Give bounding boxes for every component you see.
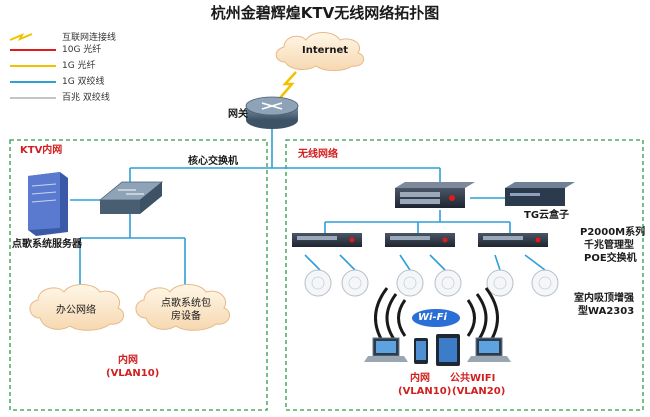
tablet-icon [436, 334, 460, 366]
ceiling-ap-2-icon [341, 269, 369, 297]
inner-vlan-label-line2: (VLAN10) [398, 386, 452, 397]
tg-cloud-box-label: TG云盒子 [524, 210, 570, 221]
song-room-label-line2: 房设备 [171, 311, 201, 322]
wireless-zone-border [285, 139, 644, 411]
ap-label-line2: 型WA2303 [578, 306, 635, 317]
office-network-label: 办公网络 [56, 305, 96, 316]
song-room-label-line1: 点歌系统包 [161, 298, 211, 309]
office-network-cloud [29, 284, 125, 331]
ceiling-ap-5-icon [486, 269, 514, 297]
poe-label-line2: 千兆管理型 [584, 240, 634, 251]
ceiling-ap-3-icon [396, 269, 424, 297]
internet-label: Internet [302, 45, 349, 56]
gateway-router-icon [245, 96, 299, 129]
poe-label-line1: P2000M系列 [580, 227, 646, 238]
inner-vlan-label-line1: 内网 [410, 373, 430, 384]
core-switch-label: 核心交换机 [188, 156, 238, 167]
song-room-cloud [135, 284, 231, 331]
legend [9, 33, 56, 99]
ktv-vlan-label-line2: (VLAN10) [106, 368, 160, 379]
poe-label-line3: POE交换机 [584, 253, 637, 264]
poe-switch-2-icon [385, 233, 455, 247]
legend-lightning-icon [9, 33, 33, 41]
ceiling-ap-6-icon [531, 269, 559, 297]
song-server-label: 点歌系统服务器 [12, 239, 82, 250]
ktv-vlan-label-line1: 内网 [118, 355, 138, 366]
ceiling-ap-1-icon [304, 269, 332, 297]
legend-internet-label: 互联网连接线 [62, 33, 117, 43]
song-server-icon [28, 172, 68, 236]
poe-main-switch-icon [395, 182, 475, 208]
core-switch-icon [98, 181, 164, 214]
phone-icon [414, 338, 428, 364]
laptop-2-icon [467, 337, 511, 362]
wifi-badge-label: Wi-Fi [418, 312, 447, 323]
laptop-1-icon [364, 337, 408, 362]
public-vlan-label-line1: 公共WIFI [450, 373, 496, 384]
wifi-badge [412, 309, 460, 327]
poe-switch-1-icon [292, 233, 362, 247]
internet-link-lightning-icon [279, 71, 297, 99]
public-vlan-label-line2: (VLAN20) [452, 386, 506, 397]
ceiling-ap-4-icon [434, 269, 462, 297]
ktv-zone-label: KTV内网 [20, 145, 63, 156]
legend-100m-twisted-label: 百兆 双绞线 [62, 93, 110, 103]
ktv-zone-border [9, 139, 268, 411]
internet-cloud [275, 32, 365, 71]
legend-1g-fiber-label: 1G 光纤 [62, 61, 96, 71]
gateway-label: 网关 [228, 109, 248, 120]
legend-1g-twisted-label: 1G 双绞线 [62, 77, 105, 87]
poe-switch-3-icon [478, 233, 548, 247]
wireless-zone-label: 无线网络 [298, 149, 338, 160]
tg-cloud-box-icon [505, 182, 575, 206]
connections [70, 128, 546, 285]
ap-label-line1: 室内吸顶增强 [574, 293, 634, 304]
diagram-title: 杭州金碧辉煌KTV无线网络拓扑图 [210, 4, 440, 22]
legend-10g-fiber-label: 10G 光纤 [62, 45, 102, 55]
